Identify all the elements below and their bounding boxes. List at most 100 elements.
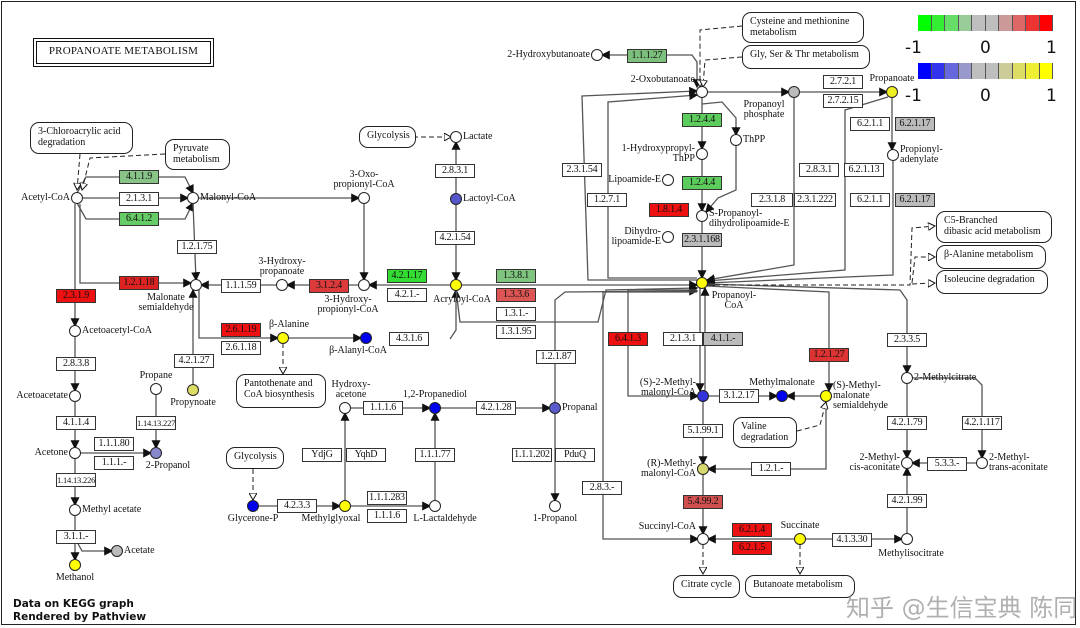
enzyme-box[interactable]: 2.3.1.8 — [751, 193, 793, 207]
enzyme-box[interactable]: 1.1.1.6 — [367, 509, 407, 523]
enzyme-box[interactable]: 5.3.3.- — [927, 457, 967, 471]
compound-node[interactable] — [696, 148, 708, 160]
enzyme-box[interactable]: 2.1.3.1 — [119, 192, 159, 206]
enzyme-box[interactable]: 6.2.1.5 — [732, 541, 772, 555]
compound-node[interactable] — [886, 86, 898, 98]
compound-node[interactable] — [429, 402, 441, 414]
enzyme-box[interactable]: 5.1.99.1 — [683, 424, 723, 438]
compound-node[interactable] — [450, 279, 462, 291]
enzyme-box[interactable]: 2.8.3.1 — [435, 164, 475, 178]
enzyme-box[interactable]: 2.3.3.5 — [887, 333, 927, 347]
enzyme-box[interactable]: 2.6.1.18 — [221, 341, 261, 355]
compound-node[interactable] — [697, 463, 709, 475]
compound-node[interactable] — [788, 86, 800, 98]
pathway-link-box[interactable]: Pantothenate and CoA biosynthesis — [236, 374, 326, 408]
enzyme-box[interactable]: 6.2.1.1 — [850, 117, 890, 131]
enzyme-box[interactable]: 1.1.1.27 — [627, 49, 667, 63]
compound-node[interactable] — [247, 500, 259, 512]
compound-node[interactable] — [696, 210, 708, 222]
compound-node[interactable] — [697, 390, 709, 402]
pathway-link-box[interactable]: Glycolysis — [226, 447, 284, 469]
enzyme-box[interactable]: YdjG — [302, 448, 342, 462]
pathway-link-box[interactable]: Cysteine and methionine metabolism — [742, 12, 864, 43]
enzyme-box[interactable]: 1.8.1.4 — [649, 203, 689, 217]
enzyme-box[interactable]: 2.6.1.19 — [221, 323, 261, 337]
enzyme-box[interactable]: 1.3.8.1 — [496, 269, 536, 283]
pathway-link-box[interactable]: Citrate cycle — [673, 575, 740, 598]
enzyme-box[interactable]: 2.3.1.222 — [794, 193, 836, 207]
enzyme-box[interactable]: 1.14.13.227 — [136, 416, 176, 430]
enzyme-box[interactable]: 1.1.1.- — [94, 456, 134, 470]
enzyme-box[interactable]: 4.2.1.54 — [435, 231, 475, 245]
compound-node[interactable] — [662, 174, 674, 186]
enzyme-box[interactable]: 4.2.1.17 — [387, 269, 427, 283]
enzyme-box[interactable]: 2.7.2.15 — [823, 94, 863, 108]
enzyme-box[interactable]: 1.1.1.59 — [221, 279, 261, 293]
enzyme-box[interactable]: 4.2.1.27 — [174, 354, 214, 368]
compound-node[interactable] — [277, 332, 289, 344]
compound-node[interactable] — [901, 372, 913, 384]
enzyme-box[interactable]: 4.2.1.- — [387, 288, 427, 302]
pathway-link-box[interactable]: β-Alanine metabolism — [936, 245, 1046, 269]
enzyme-box[interactable]: 4.1.1.4 — [56, 416, 96, 430]
enzyme-box[interactable]: 1.2.1.75 — [177, 240, 217, 254]
compound-node[interactable] — [549, 500, 561, 512]
enzyme-box[interactable]: 1.3.1.95 — [496, 325, 536, 339]
compound-node[interactable] — [730, 134, 742, 146]
compound-node[interactable] — [190, 279, 202, 291]
enzyme-box[interactable]: 1.2.7.1 — [587, 193, 627, 207]
enzyme-box[interactable]: 1.2.4.4 — [682, 113, 722, 127]
enzyme-box[interactable]: 6.2.1.17 — [895, 193, 935, 207]
enzyme-box[interactable]: 1.1.1.283 — [367, 491, 407, 505]
compound-node[interactable] — [339, 500, 351, 512]
compound-node[interactable] — [111, 545, 123, 557]
enzyme-box[interactable]: 2.8.3.1 — [799, 163, 839, 177]
enzyme-box[interactable]: 1.3.1.- — [496, 307, 536, 321]
enzyme-box[interactable]: 4.2.3.3 — [277, 499, 317, 513]
compound-node[interactable] — [662, 231, 674, 243]
enzyme-box[interactable]: 2.1.3.1 — [663, 332, 703, 346]
enzyme-box[interactable]: 4.2.1.79 — [887, 416, 927, 430]
compound-node[interactable] — [69, 504, 81, 516]
enzyme-box[interactable]: 2.8.3.8 — [56, 357, 96, 371]
compound-node[interactable] — [69, 447, 81, 459]
enzyme-box[interactable]: 1.1.1.202 — [512, 448, 552, 462]
enzyme-box[interactable]: 2.8.3.- — [582, 481, 622, 495]
compound-node[interactable] — [71, 192, 83, 204]
compound-node[interactable] — [69, 559, 81, 571]
compound-node[interactable] — [358, 279, 370, 291]
compound-node[interactable] — [901, 533, 913, 545]
enzyme-box[interactable]: 1.3.3.6 — [496, 288, 536, 302]
pathway-link-box[interactable]: Isoleucine degradation — [936, 270, 1048, 294]
compound-node[interactable] — [339, 402, 351, 414]
compound-node[interactable] — [187, 192, 199, 204]
compound-node[interactable] — [696, 86, 708, 98]
compound-node[interactable] — [820, 390, 832, 402]
compound-node[interactable] — [776, 390, 788, 402]
enzyme-box[interactable]: 1.2.1.- — [751, 462, 791, 476]
compound-node[interactable] — [450, 131, 462, 143]
compound-node[interactable] — [358, 192, 370, 204]
enzyme-box[interactable]: 6.2.1.17 — [895, 117, 935, 131]
enzyme-box[interactable]: 3.1.1.- — [56, 530, 96, 544]
enzyme-box[interactable]: PduQ — [555, 448, 595, 462]
enzyme-box[interactable]: 1.2.4.4 — [682, 176, 722, 190]
compound-node[interactable] — [150, 383, 162, 395]
compound-node[interactable] — [696, 277, 708, 289]
enzyme-box[interactable]: 2.3.1.54 — [562, 163, 602, 177]
compound-node[interactable] — [69, 325, 81, 337]
enzyme-box[interactable]: 1.2.1.18 — [119, 276, 159, 290]
compound-node[interactable] — [276, 279, 288, 291]
compound-node[interactable] — [69, 390, 81, 402]
pathway-link-box[interactable]: Butanoate metabolism — [745, 575, 855, 598]
enzyme-box[interactable]: 2.3.1.168 — [682, 233, 722, 247]
enzyme-box[interactable]: 6.2.1.13 — [844, 163, 884, 177]
enzyme-box[interactable]: 3.1.2.17 — [719, 389, 759, 403]
compound-node[interactable] — [794, 533, 806, 545]
enzyme-box[interactable]: 4.1.1.- — [703, 332, 743, 346]
enzyme-box[interactable]: 1.2.1.27 — [809, 348, 849, 362]
compound-node[interactable] — [591, 49, 603, 61]
enzyme-box[interactable]: 6.2.1.4 — [732, 523, 772, 537]
compound-node[interactable] — [887, 149, 899, 161]
enzyme-box[interactable]: 4.3.1.6 — [389, 332, 429, 346]
